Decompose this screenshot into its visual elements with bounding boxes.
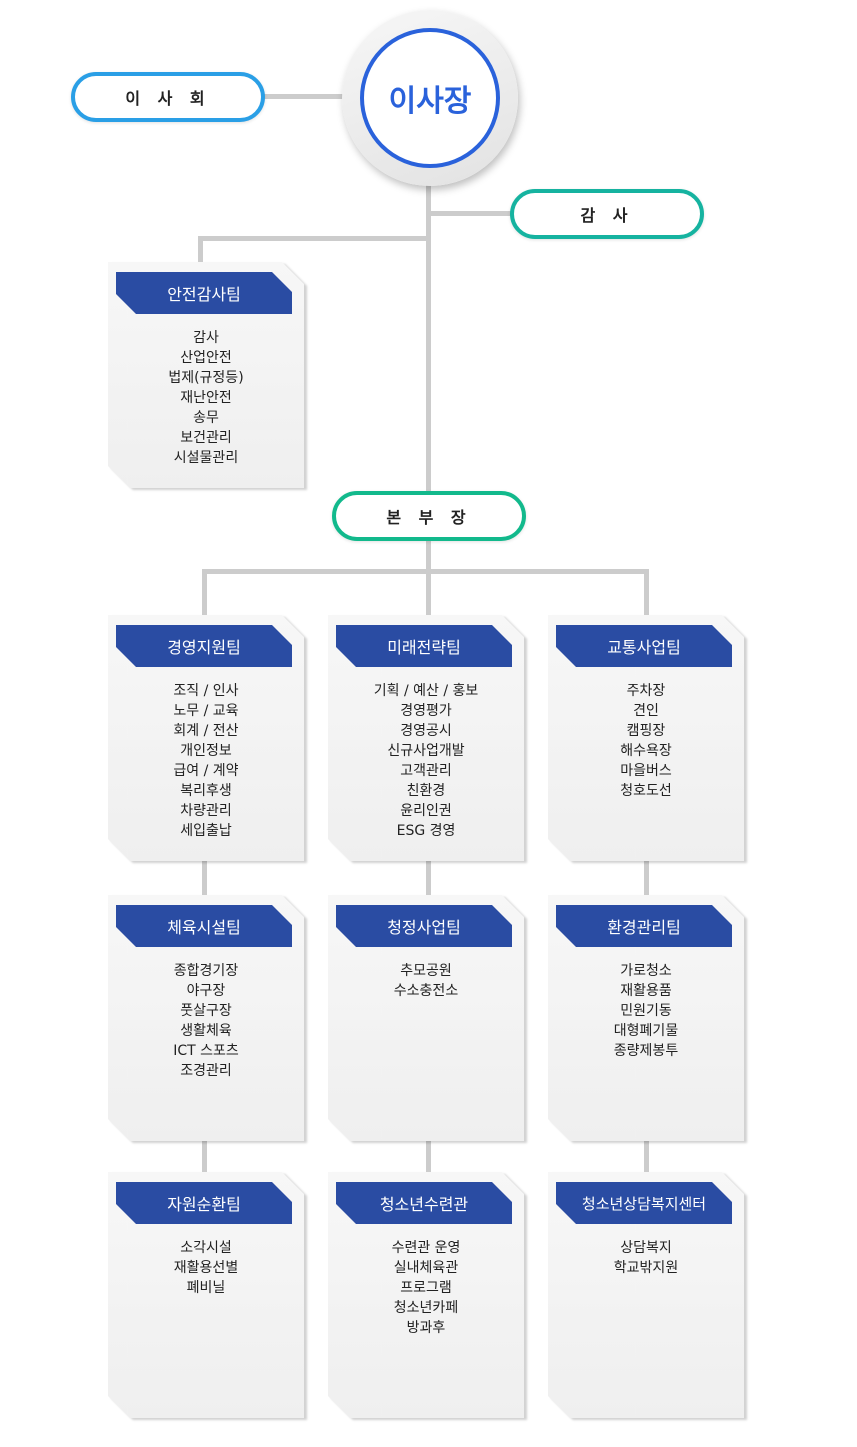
team-card-clean-business: 청정사업팀 추모공원 수소충전소 <box>328 895 524 1141</box>
team-duties: 기획 / 예산 / 홍보 경영평가 경영공시 신규사업개발 고객관리 친환경 윤… <box>373 683 479 839</box>
team-card-environment: 환경관리팀 가로청소 재활용품 민원기동 대형폐기물 종량제봉투 <box>548 895 744 1141</box>
team-duties: 주차장 견인 캠핑장 해수욕장 마을버스 청호도선 <box>620 683 672 799</box>
team-card-resource-recycling: 자원순환팀 소각시설 재활용선별 폐비닐 <box>108 1172 304 1418</box>
team-card-management-support: 경영지원팀 조직 / 인사 노무 / 교육 회계 / 전산 개인정보 급여 / … <box>108 615 304 861</box>
team-title: 교통사업팀 <box>556 625 732 667</box>
safety-team-card: 안전감사팀 감사 산업안전 법제(규정등) 재난안전 송무 보건관리 시설물관리 <box>108 262 304 488</box>
team-duties: 추모공원 수소충전소 <box>393 963 459 999</box>
team-title: 청정사업팀 <box>336 905 512 947</box>
team-duties: 소각시설 재활용선별 폐비닐 <box>173 1240 239 1296</box>
director-node: 본 부 장 <box>332 491 526 541</box>
team-title: 자원순환팀 <box>116 1182 292 1224</box>
connector-safety-vertical <box>198 236 203 266</box>
team-card-sports-facilities: 체육시설팀 종합경기장 야구장 풋살구장 생활체육 ICT 스포츠 조경관리 <box>108 895 304 1141</box>
connector-safety-horizontal <box>198 236 430 241</box>
team-title: 경영지원팀 <box>116 625 292 667</box>
team-card-future-strategy: 미래전략팀 기획 / 예산 / 홍보 경영평가 경영공시 신규사업개발 고객관리… <box>328 615 524 861</box>
chairman-label: 이사장 <box>360 28 500 168</box>
team-card-transportation: 교통사업팀 주차장 견인 캠핑장 해수욕장 마을버스 청호도선 <box>548 615 744 861</box>
team-card-youth-training-center: 청소년수련관 수련관 운영 실내체육관 프로그램 청소년카페 방과후 <box>328 1172 524 1418</box>
team-card-youth-counseling-center: 청소년상담복지센터 상담복지 학교밖지원 <box>548 1172 744 1418</box>
team-duties: 수련관 운영 실내체육관 프로그램 청소년카페 방과후 <box>391 1240 461 1336</box>
safety-team-duties: 감사 산업안전 법제(규정등) 재난안전 송무 보건관리 시설물관리 <box>168 330 244 466</box>
team-duties: 종합경기장 야구장 풋살구장 생활체육 ICT 스포츠 조경관리 <box>173 963 239 1079</box>
audit-node: 감 사 <box>510 189 704 239</box>
team-title: 미래전략팀 <box>336 625 512 667</box>
team-duties: 조직 / 인사 노무 / 교육 회계 / 전산 개인정보 급여 / 계약 복리후… <box>173 683 239 839</box>
safety-team-title: 안전감사팀 <box>116 272 292 314</box>
team-duties: 상담복지 학교밖지원 <box>613 1240 679 1276</box>
connector-board-chairman <box>262 94 344 99</box>
team-title: 환경관리팀 <box>556 905 732 947</box>
connector-teams-horizontal <box>202 569 649 574</box>
team-title: 청소년상담복지센터 <box>556 1182 732 1224</box>
connector-main-trunk <box>426 184 431 494</box>
chairman-node: 이사장 <box>342 10 518 186</box>
connector-audit <box>428 211 512 216</box>
team-title: 체육시설팀 <box>116 905 292 947</box>
board-node: 이 사 회 <box>71 72 265 122</box>
team-duties: 가로청소 재활용품 민원기동 대형폐기물 종량제봉투 <box>613 963 679 1059</box>
team-title: 청소년수련관 <box>336 1182 512 1224</box>
